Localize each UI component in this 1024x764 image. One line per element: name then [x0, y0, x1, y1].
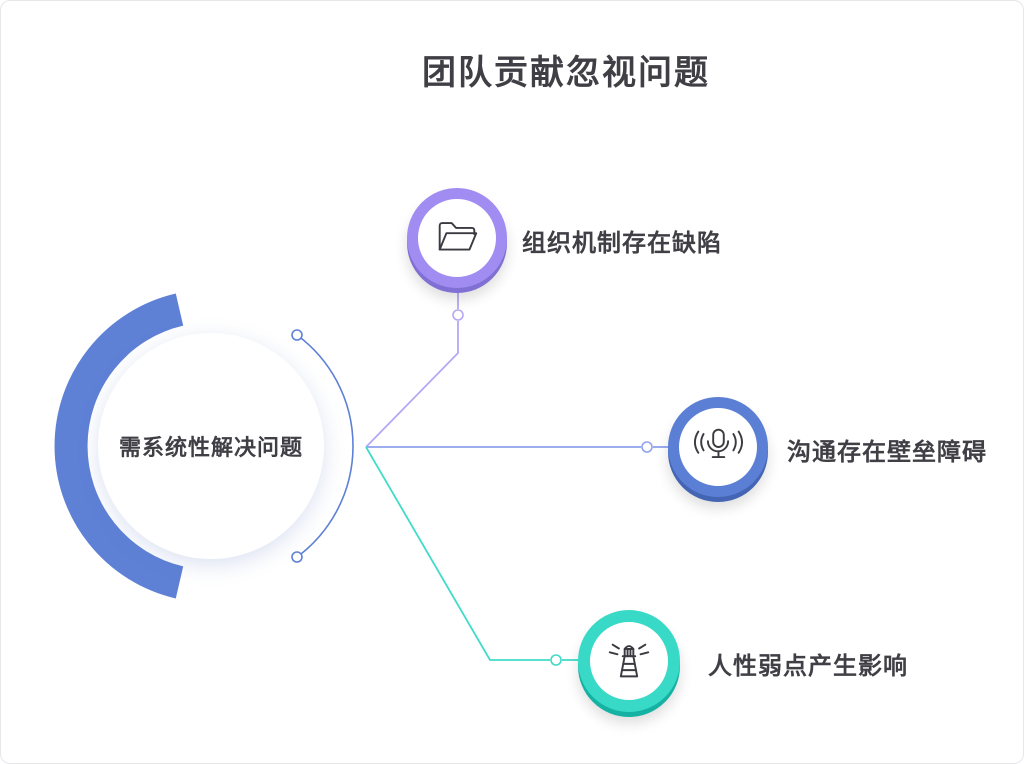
label-organization: 组织机制存在缺陷: [522, 230, 722, 257]
connector-organization-endpoint: [452, 309, 464, 321]
connector-organization: [365, 321, 459, 448]
folder-icon: [432, 213, 482, 263]
node-human-nature: [578, 610, 680, 712]
diagram-title: 团队贡献忽视问题: [422, 54, 710, 92]
center-bracket-arc: [296, 334, 354, 558]
center-node-label: 需系统性解决问题: [118, 435, 303, 460]
connector-human-nature-endpoint: [550, 654, 562, 666]
node-communication: [668, 397, 768, 497]
connector-communication-endpoint: [641, 441, 653, 453]
node-organization: [407, 188, 507, 288]
label-human-nature: 人性弱点产生影响: [708, 653, 908, 680]
microphone-icon: [693, 422, 743, 472]
connector-human-nature: [365, 446, 550, 661]
center-node: 需系统性解决问题: [98, 333, 324, 559]
bracket-endpoint-top: [291, 329, 303, 341]
center-crescent-arc: [54, 293, 184, 599]
label-communication: 沟通存在壁垒障碍: [787, 439, 987, 466]
lighthouse-icon: [604, 636, 654, 686]
bracket-endpoint-bottom: [291, 551, 303, 563]
